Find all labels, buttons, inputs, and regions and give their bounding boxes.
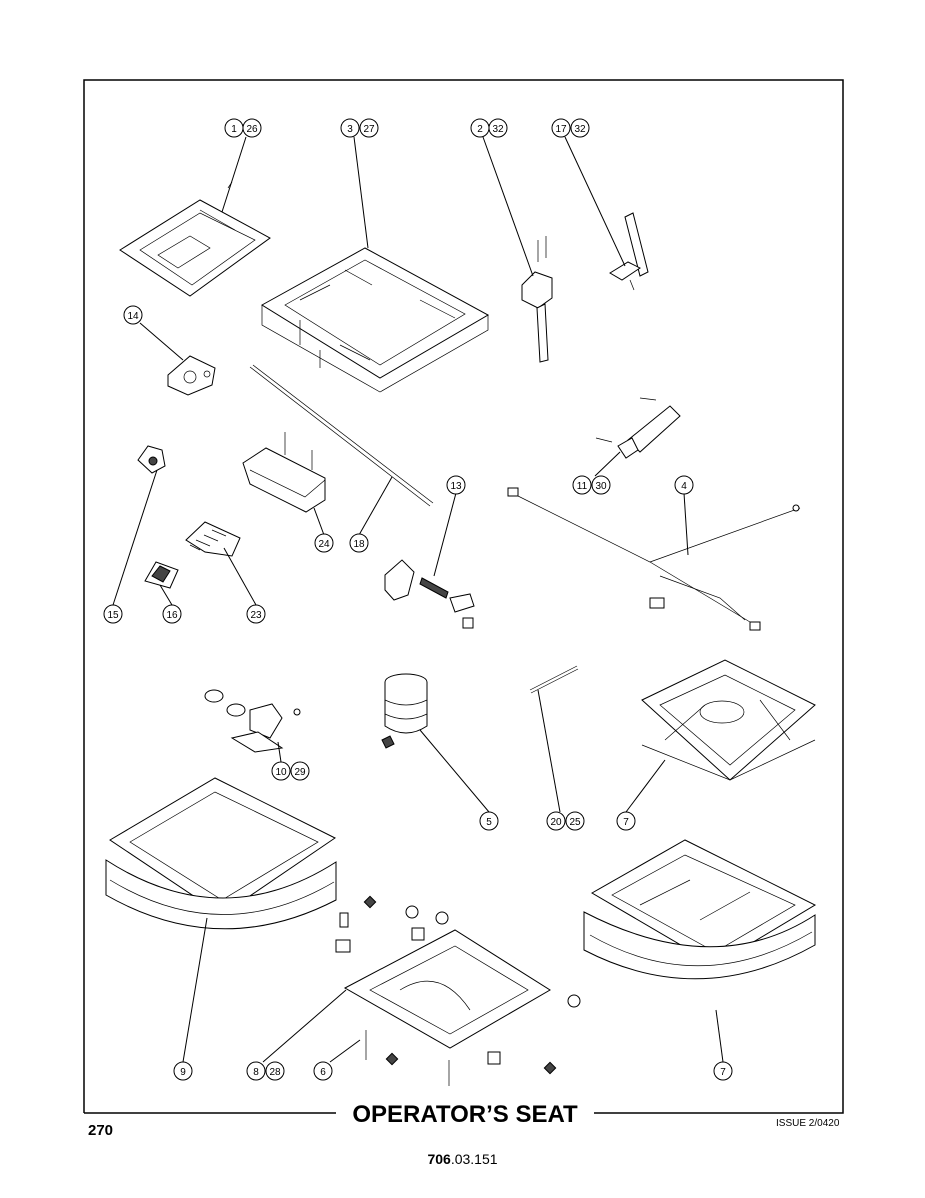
callout-label: 18 [353,539,365,550]
callout-label: 4 [681,481,687,492]
callout-16: 16 [162,604,182,624]
callout-18: 18 [349,533,369,553]
part-handle [144,561,179,589]
leader-lines [112,136,724,1063]
callout-label: 27 [363,124,375,135]
part-lever-assembly [185,521,241,557]
callout-3-27: 3 27 [340,118,379,138]
callout-10-29: 10 29 [271,761,310,781]
document-code-prefix: 706 [427,1151,451,1167]
callout-7-lower: 7 [713,1061,733,1081]
part-air-spring [381,673,428,749]
part-pin [529,665,579,694]
part-upholstered-base [105,777,337,930]
callout-13: 13 [446,475,466,495]
callout-label: 17 [555,124,567,135]
callout-11-30: 11 30 [572,475,611,495]
callout-5: 5 [479,811,499,831]
callout-label: 20 [550,817,562,828]
issue-label: ISSUE 2/0420 [776,1118,840,1129]
callout-label: 13 [450,481,462,492]
callout-label: 5 [486,817,492,828]
part-seat-assembly [583,839,817,980]
callout-label: 28 [269,1067,281,1078]
callout-label: 7 [623,817,629,828]
part-seat-frame [261,247,490,393]
diagram-title: OPERATOR’S SEAT [352,1101,578,1128]
document-code-suffix: .03.151 [450,1151,498,1167]
callout-label: 32 [492,124,504,135]
callout-14: 14 [123,305,143,325]
callout-1-26: 1 26 [224,118,262,138]
callout-label: 6 [320,1067,326,1078]
callout-6: 6 [313,1061,333,1081]
callout-15: 15 [103,604,123,624]
part-wiring-harness [507,487,801,631]
callout-20-25: 20 25 [546,811,585,831]
callout-label: 3 [347,124,353,135]
callout-label: 23 [250,610,262,621]
part-strap-bracket [609,212,649,291]
part-damper [595,397,681,459]
callout-label: 9 [180,1067,186,1078]
callout-9: 9 [173,1061,193,1081]
callout-label: 10 [275,767,287,778]
callout-label: 1 [231,124,237,135]
callout-label: 24 [318,539,330,550]
callout-17-32: 17 32 [551,118,590,138]
diagram-frame [83,79,844,1114]
callout-24: 24 [314,533,334,553]
part-motor-assembly [204,689,301,753]
page-number: 270 [88,1122,114,1139]
callout-label: 25 [569,817,581,828]
callout-label: 2 [477,124,483,135]
part-lumbar-unit [521,236,553,363]
callout-label: 8 [253,1067,259,1078]
part-seat-plate [119,181,271,297]
callout-label: 16 [166,610,178,621]
callout-8-28: 8 28 [246,1061,285,1081]
part-knob [137,445,166,474]
part-rod [249,364,434,507]
callout-23: 23 [246,604,266,624]
part-bracket [167,355,216,396]
part-slide-plate [335,895,581,1086]
callout-label: 7 [720,1067,726,1078]
callout-label: 15 [107,610,119,621]
callout-label: 11 [577,481,588,492]
callout-7-upper: 7 [616,811,636,831]
callout-label: 32 [574,124,586,135]
part-cushion-pad [242,432,326,513]
callout-label: 30 [595,481,607,492]
part-suspension-scissor [641,659,816,781]
callout-2-32: 2 32 [470,118,508,138]
part-spring-assembly [384,559,475,629]
document-code: 706.03.151 [0,1151,925,1167]
callout-4: 4 [674,475,694,495]
callout-label: 29 [294,767,306,778]
callout-label: 26 [246,124,258,135]
callout-label: 14 [127,311,139,322]
